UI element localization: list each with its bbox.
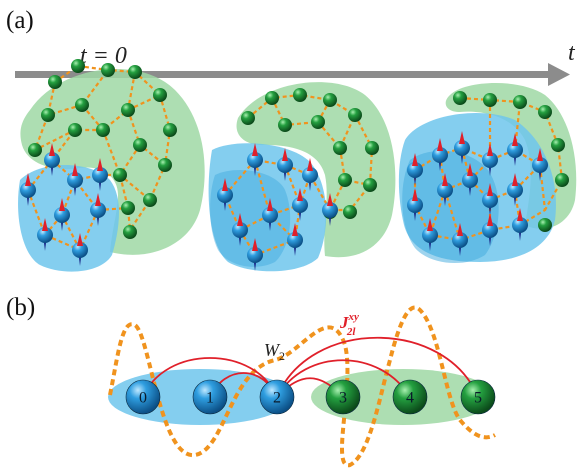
site-label: 1 — [206, 390, 214, 407]
spin-atom — [292, 188, 308, 221]
site-0: 0 — [125, 379, 161, 415]
blue-spins — [20, 143, 108, 266]
site-4: 4 — [392, 379, 428, 415]
spin-atom — [277, 148, 293, 181]
spin-atom — [44, 143, 60, 176]
spin-atom — [437, 173, 453, 206]
spin-atom — [482, 213, 498, 246]
spin-atom — [20, 173, 36, 206]
site-label: 0 — [139, 390, 147, 407]
site-5: 5 — [460, 379, 496, 415]
spin-atom — [92, 158, 108, 191]
spin-atom — [287, 223, 303, 256]
site-2: 2 — [259, 379, 295, 415]
site-label: 2 — [273, 390, 281, 407]
spin-atom — [232, 213, 248, 246]
panel-b-label: (b) — [6, 294, 35, 321]
spin-atom — [247, 238, 263, 271]
snapshot-t2 — [398, 82, 577, 264]
time-axis-label: t — [568, 40, 576, 66]
green-region — [20, 68, 205, 255]
blue-spins — [217, 143, 338, 271]
site-label: 3 — [339, 390, 347, 407]
spin-atom — [407, 153, 423, 186]
spin-atom — [37, 218, 53, 251]
w-label: W2 — [264, 340, 285, 363]
spin-atom — [482, 143, 498, 176]
blue-spins — [407, 131, 548, 256]
site-list: 0 1 2 3 4 5 — [125, 379, 496, 415]
site-label: 5 — [474, 390, 482, 407]
spin-atom — [90, 193, 106, 226]
spin-atom — [322, 193, 338, 226]
spin-atom — [262, 198, 278, 231]
site-3: 3 — [325, 379, 361, 415]
spin-atom — [72, 233, 88, 266]
spin-atom — [432, 138, 448, 171]
green-atoms — [28, 59, 177, 239]
panel-a-label: (a) — [6, 7, 34, 34]
spin-atom — [454, 131, 470, 164]
spin-atom — [512, 208, 528, 241]
spin-atom — [302, 158, 318, 191]
spin-atom — [422, 218, 438, 251]
spin-atom — [507, 173, 523, 206]
spin-atom — [507, 133, 523, 166]
spin-atom — [217, 178, 233, 211]
spin-atom — [54, 198, 70, 231]
time-arrow — [15, 63, 570, 86]
spin-atom — [247, 143, 263, 176]
spin-atom — [67, 163, 83, 196]
spin-atom — [462, 163, 478, 196]
spin-atom — [532, 148, 548, 181]
spin-atom — [482, 183, 498, 216]
snapshot-t1 — [208, 82, 396, 272]
spin-atom — [452, 223, 468, 256]
time-start-label: t = 0 — [80, 43, 127, 69]
site-label: 4 — [406, 390, 414, 407]
spin-atom — [407, 188, 423, 221]
site-1: 1 — [192, 379, 228, 415]
snapshot-t0 — [18, 59, 205, 272]
